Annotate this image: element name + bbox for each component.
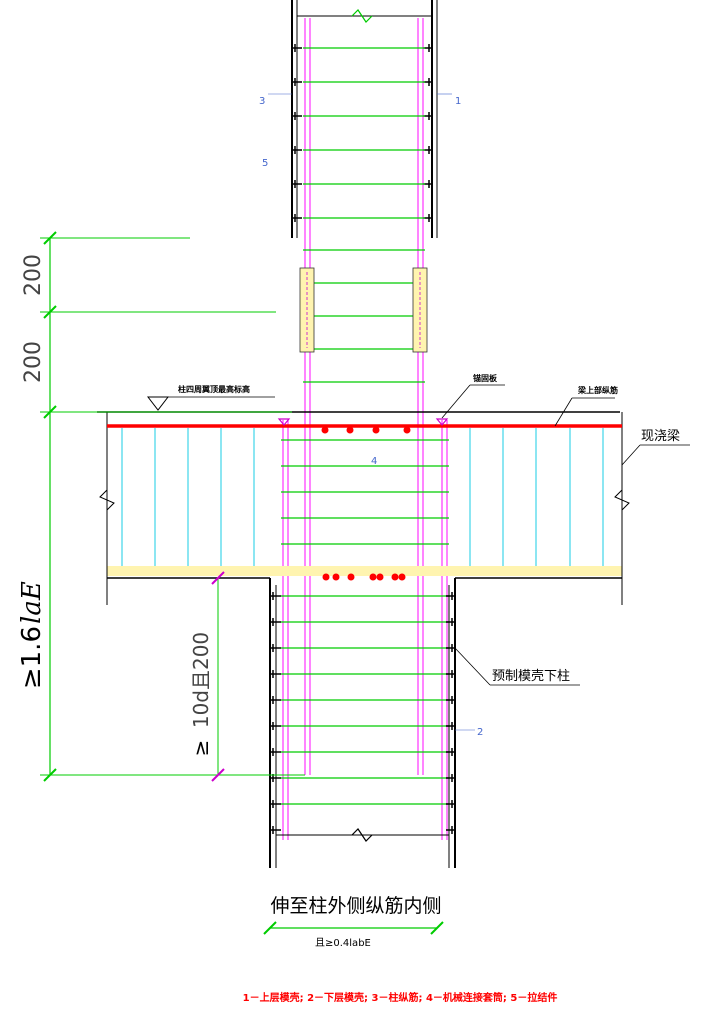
break-symbol-top (351, 9, 373, 23)
stirrup-label: 锚固板 (473, 373, 498, 383)
beam-bar-dot (372, 426, 380, 434)
cast-beam-label: 现浇梁 (641, 429, 680, 444)
annotations: 柱四周翼顶最高标高 锚固板 梁上部纵筋 现浇梁 预制模壳下柱 3 1 5 4 2 (146, 93, 690, 738)
lower-dim-text: 10d且200 (189, 632, 213, 728)
break-symbol-bottom (351, 828, 373, 842)
beam-bottom-bar-dot (398, 573, 406, 581)
num-3: 3 (259, 96, 265, 107)
beam-bottom-bar-dot (347, 573, 355, 581)
num-5: 5 (262, 158, 268, 169)
extend-dim: 且≥0.4labE (315, 937, 371, 949)
lower-column (269, 578, 456, 868)
beam-bottom-band (107, 566, 622, 576)
dim-tick (211, 571, 225, 585)
dim-tick (43, 405, 57, 419)
anchor-var: laE (17, 581, 47, 624)
beam-stirrups (121, 428, 604, 566)
beam-bar-dot (321, 426, 329, 434)
beam-bottom-bar-dot (391, 573, 399, 581)
beam-bottom-bar-dot (322, 573, 330, 581)
beam-bottom-bar-dot (332, 573, 340, 581)
dim-tick (263, 921, 277, 935)
anchor-plate-leader (441, 384, 471, 419)
mechanical-couplers (299, 267, 428, 353)
cast-in-place-beam (97, 411, 630, 605)
anchor-plate-right-icon (435, 418, 449, 426)
anchor-length-label: ≥1.6 laE (17, 581, 47, 689)
beam-left-break (99, 489, 115, 511)
num-1: 1 (455, 96, 461, 107)
left-dimensions: 200 200 ≥1.6 laE 10d且200 ≥ (17, 231, 305, 782)
beam-bar-leader (554, 397, 573, 427)
lower-ties (270, 592, 455, 834)
dim-200-lower: 200 (21, 341, 46, 383)
anchor-plate-left-icon (277, 418, 291, 426)
stirrups (281, 47, 449, 805)
beam-bottom-bar-dot (376, 573, 384, 581)
anchor-prefix: ≥1.6 (17, 626, 47, 689)
beam-bar-dot (403, 426, 411, 434)
beam-right-break (614, 489, 630, 511)
beam-bottom-bar-dot (369, 573, 377, 581)
col-top-label: 柱四周翼顶最高标高 (178, 384, 250, 394)
cast-beam-leader (621, 444, 641, 466)
bottom-note: 伸至柱外侧纵筋内侧 且≥0.4labE 1－上层模壳; 2－下层模壳; 3－柱纵… (243, 895, 558, 1004)
dim-tick (430, 921, 444, 935)
dim-tick (43, 231, 57, 245)
column-longitudinal-bars (282, 18, 448, 840)
precast-col-label: 预制模壳下柱 (492, 669, 570, 684)
lower-dim-label: 10d且200 (189, 632, 213, 728)
legend: 1－上层模壳; 2－下层模壳; 3－柱纵筋; 4－机械连接套筒; 5－拉结件 (243, 991, 558, 1004)
beam-bar-dot (346, 426, 354, 434)
dim-tick (211, 768, 225, 782)
num-4: 4 (371, 456, 377, 467)
upper-ties (292, 44, 432, 222)
precast-col-leader (454, 647, 491, 686)
beam-bar-label: 梁上部纵筋 (577, 385, 618, 395)
lower-dim-prefix: ≥ (189, 740, 213, 757)
dim-tick (43, 305, 57, 319)
elevation-triangle-icon (146, 396, 170, 411)
upper-column (291, 0, 438, 238)
dim-200-upper: 200 (21, 254, 46, 296)
num-2: 2 (477, 727, 483, 738)
dim-tick (43, 768, 57, 782)
extend-note: 伸至柱外侧纵筋内侧 (270, 895, 441, 917)
